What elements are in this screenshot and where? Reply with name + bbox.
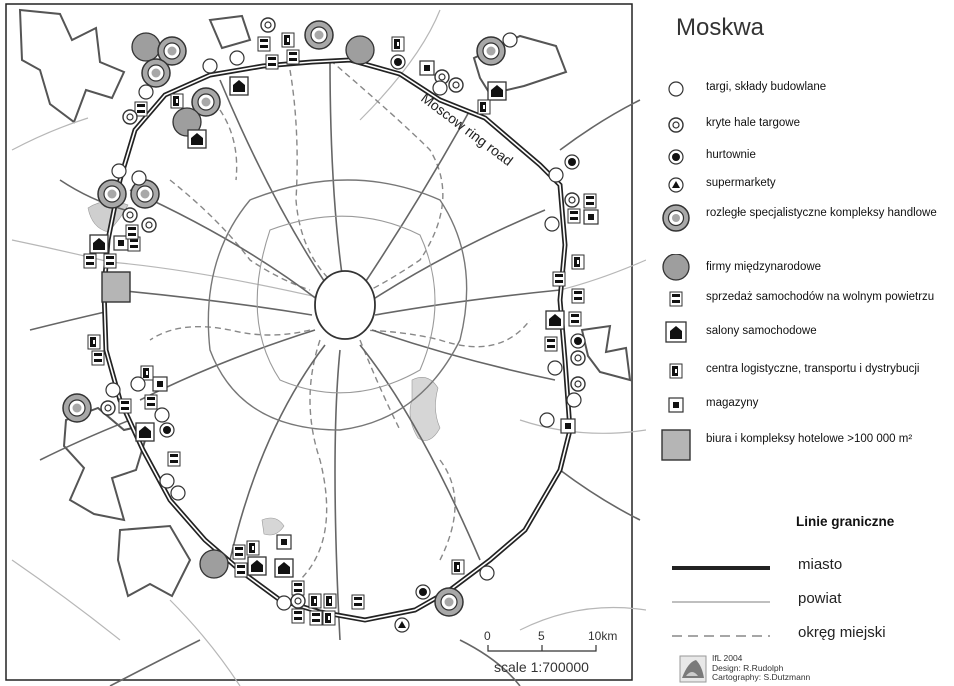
third-ring	[256, 215, 436, 394]
legend-label: firmy międzynarodowe	[706, 261, 822, 273]
gray-disc-icon	[662, 254, 690, 281]
municipal-border-line	[672, 635, 770, 637]
legend-item-shopping-complexes: rozległe specjalistyczne kompleksy handl…	[662, 204, 954, 244]
credits: IfL 2004 Design: R.Rudolph Cartography: …	[678, 653, 878, 686]
border-label: okręg miejski	[798, 624, 886, 641]
legend-item-car-showrooms: salony samochodowe	[664, 320, 954, 344]
white-circle-icon	[668, 81, 684, 97]
scale-tick-0: 0	[484, 629, 491, 643]
border-city: miasto	[670, 556, 940, 582]
legend-item-wholesale: hurtownie	[664, 148, 954, 178]
legend-label: magazyny	[706, 397, 759, 409]
border-municipal: okręg miejski	[670, 624, 940, 650]
legend-label: hurtownie	[706, 149, 756, 161]
city-border-line	[672, 566, 770, 570]
border-label: powiat	[798, 590, 842, 607]
car-lot-icon	[669, 291, 683, 307]
outer-roads	[11, 9, 646, 686]
legend-label: targi, składy budowlane	[706, 81, 827, 93]
legend-item-supermarkets: supermarkety	[664, 176, 954, 206]
gray-square-icon	[661, 429, 691, 461]
garden-ring	[207, 179, 468, 431]
legend-label: salony samochodowe	[706, 325, 817, 337]
borders-title: Linie graniczne	[796, 514, 895, 529]
legend-item-warehouses: magazyny	[664, 396, 954, 426]
legend-item-covered-markets: kryte hale targowe	[664, 116, 954, 146]
border-label: miasto	[798, 556, 843, 573]
park-area	[409, 377, 441, 441]
dotted-ring-icon	[668, 117, 684, 133]
park-area	[261, 517, 285, 536]
black-dot-ring-icon	[668, 149, 684, 165]
legend-label: rozległe specjalistyczne kompleksy handl…	[706, 207, 937, 219]
moscow-map: Moscow ring road	[5, 3, 646, 686]
legend-item-trade-fairs: targi, składy budowlane	[664, 80, 954, 110]
legend-item-international-firms: firmy międzynarodowe	[662, 254, 954, 284]
credit-line: Cartography: S.Dutzmann	[712, 672, 811, 682]
scale-tick-10: 10km	[588, 629, 617, 643]
legend-label: centra logistyczne, transportu i dystryb…	[706, 363, 920, 375]
legend-item-offices-hotels: biura i kompleksy hotelowe >100 000 m²	[661, 428, 954, 468]
legend-panel: Moskwa targi, składy budowlane kryte hal…	[650, 0, 954, 686]
scale-bar: 0 5 10km scale 1:700000	[484, 629, 617, 675]
district-border-line	[672, 601, 770, 603]
district-boundaries	[18, 8, 632, 598]
large-double-ring-icon	[662, 204, 690, 232]
border-district: powiat	[670, 590, 940, 616]
logistics-icon	[669, 363, 683, 379]
legend-title: Moskwa	[676, 14, 765, 41]
legend-label: sprzedaż samochodów na wolnym powietrzu	[706, 291, 935, 303]
legend-label: kryte hale targowe	[706, 117, 800, 129]
credit-line: Design: R.Rudolph	[712, 662, 784, 673]
legend-label: biura i kompleksy hotelowe >100 000 m²	[706, 433, 913, 445]
scale-text: scale 1:700000	[494, 659, 589, 675]
city-center	[314, 270, 376, 340]
house-square-icon	[665, 321, 687, 343]
ifl-logo-icon	[679, 655, 707, 683]
triangle-circle-icon	[668, 177, 684, 193]
credit-line: IfL 2004	[712, 653, 743, 663]
legend-item-logistics: centra logistyczne, transportu i dystryb…	[664, 362, 954, 392]
legend-item-car-lots: sprzedaż samochodów na wolnym powietrzu	[664, 290, 954, 314]
scale-tick-5: 5	[538, 629, 545, 643]
warehouse-icon	[668, 397, 684, 413]
legend-label: supermarkety	[706, 177, 776, 189]
